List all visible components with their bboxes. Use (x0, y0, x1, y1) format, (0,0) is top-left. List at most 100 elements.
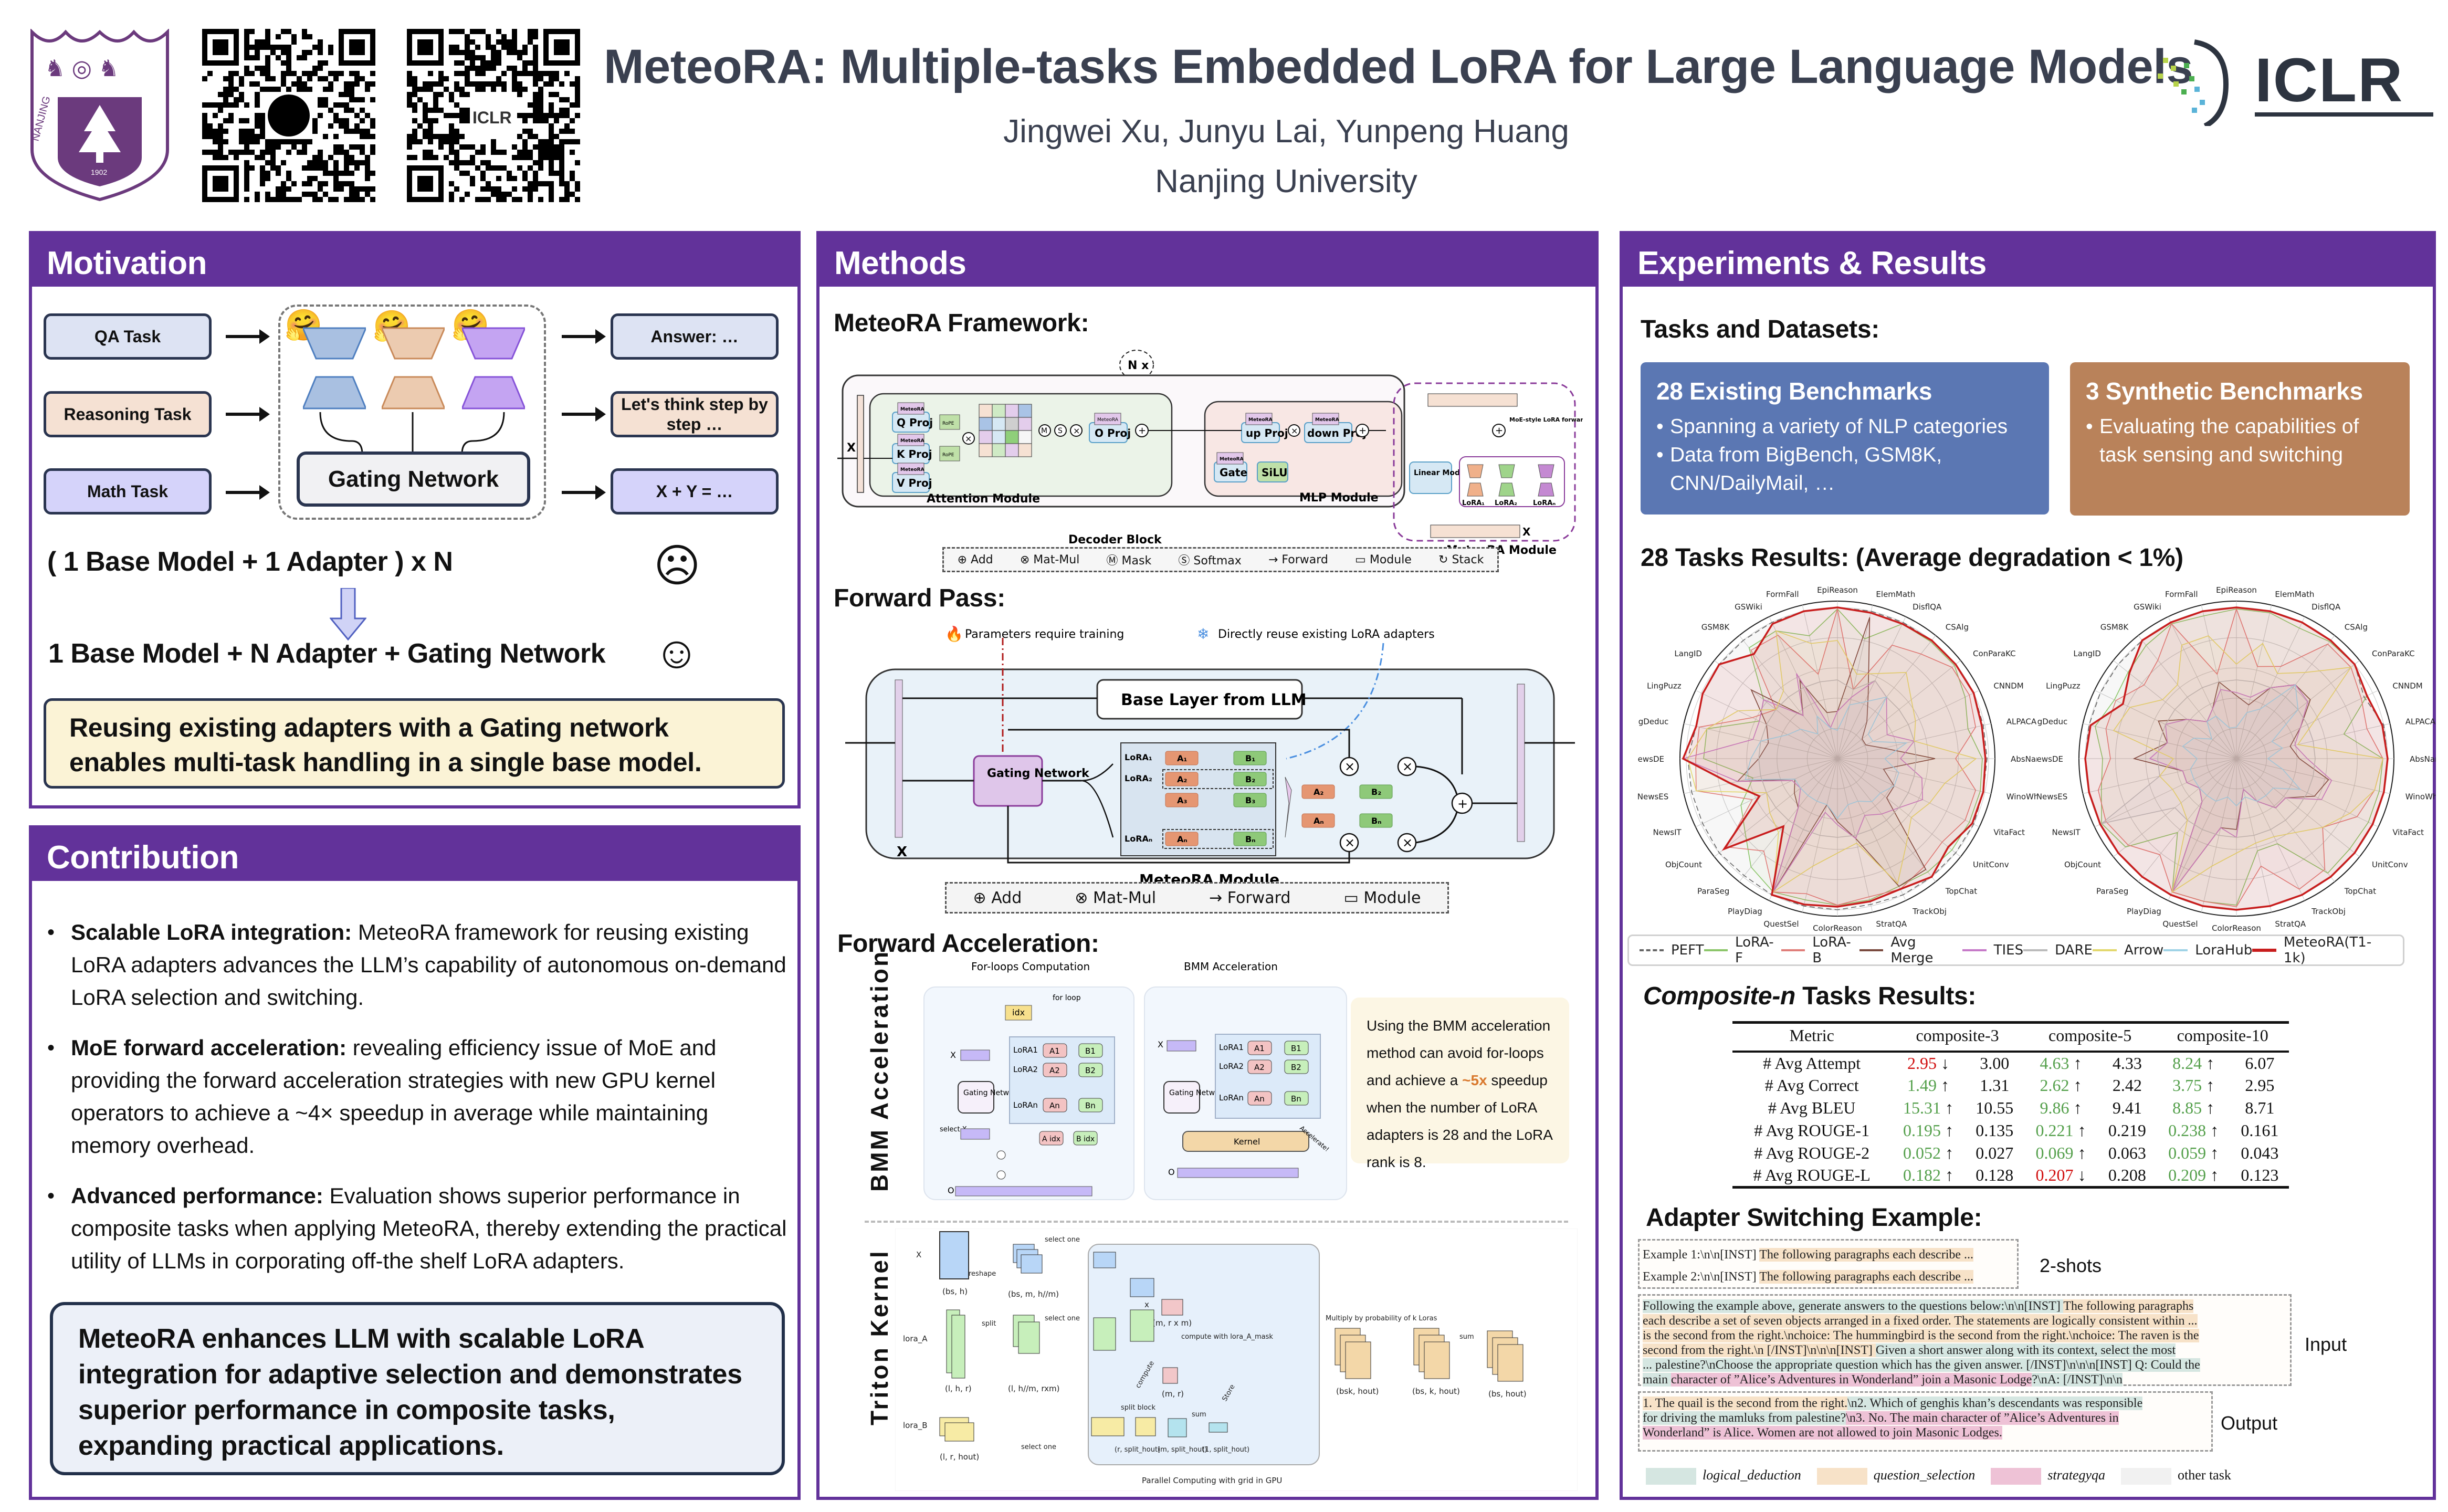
svg-text:Bn: Bn (1291, 1094, 1301, 1104)
arrow-right-icon (562, 407, 606, 422)
github-qr-code-icon[interactable] (202, 29, 375, 202)
svg-text:(r, split_hout): (r, split_hout) (1115, 1446, 1160, 1454)
svg-text:A₂: A₂ (1177, 774, 1187, 784)
svg-text:Bₙ: Bₙ (1245, 834, 1255, 844)
radar-axis-label: GSM8K (1701, 622, 1730, 632)
nanjing-university-crest-icon: ♞ ◎ ♞ 1902 NANJING (30, 29, 169, 202)
svg-text:+: + (1359, 425, 1367, 436)
contribution-list: Scalable LoRA integration: MeteoRA frame… (42, 916, 787, 1295)
radar-axis-label: ParaSeg (1697, 887, 1729, 896)
bmm-note-text: speedup when the number of LoRA adapters… (1367, 1072, 1552, 1170)
legend-item: TIES (1962, 942, 2023, 958)
poster-title: MeteoRA: Multiple-tasks Embedded LoRA fo… (604, 40, 2193, 93)
svg-text:MeteoRA: MeteoRA (1315, 417, 1339, 423)
svg-text:B₂: B₂ (1371, 787, 1381, 797)
silu-label: SiLU (1262, 466, 1288, 479)
svg-text:select X: select X (940, 1126, 967, 1133)
svg-text:B idx: B idx (1076, 1135, 1095, 1143)
radar-title: 28 Tasks Results: (Average degradation <… (1641, 544, 2183, 572)
output-answer: Answer: … (611, 313, 779, 360)
radar-axis-label: ConParaKC (2372, 649, 2415, 658)
output-label: Output (2221, 1412, 2278, 1434)
svg-text:MeteoRA: MeteoRA (1248, 417, 1273, 423)
snowflake-icon: ❄ (1197, 625, 1209, 643)
radar-axis-label: QuestSel (2162, 919, 2198, 929)
legend-add: ⊕ Add (973, 888, 1022, 907)
arrow-up-icon: ↑ (2073, 1121, 2086, 1140)
framework-title: MeteoRA Framework: (834, 309, 1089, 337)
baseline-value-cell: 10.55 (1976, 1098, 2014, 1117)
svg-text:X: X (897, 844, 907, 860)
svg-text:(l, h, r): (l, h, r) (945, 1384, 972, 1393)
meteora-value-cell: 0.238 ↑ (2168, 1121, 2219, 1140)
iclr-logo-underline (2255, 112, 2433, 117)
baseline-value-cell: 0.123 (2241, 1166, 2279, 1184)
highlighted-token-span: Example 2:\n\n[INST] (1643, 1270, 1760, 1284)
highlighted-token-span: The following paragraphs each describe .… (1759, 1270, 1974, 1284)
iclr-logo-text: ICLR (2255, 46, 2404, 115)
radar-axis-label: GSWiki (1735, 602, 1762, 612)
radar-axis-label: WinoWhy (2006, 792, 2037, 802)
task-reasoning: Reasoning Task (44, 391, 212, 437)
svg-text:LoRAₙ: LoRAₙ (1125, 834, 1152, 844)
svg-text:(bs, m, h//m): (bs, m, h//m) (1008, 1289, 1059, 1299)
reuse-note: Directly reuse existing LoRA adapters (1218, 628, 1435, 641)
svg-text:lora_A: lora_A (903, 1334, 928, 1344)
iclr-qr-code-icon[interactable]: ICLR (407, 29, 580, 202)
radar-axis-label: CNNDM (2392, 681, 2422, 690)
baseline-value-cell: 0.128 (1976, 1166, 2014, 1184)
highlighted-token-span: each describe a set of seven objects arr… (1643, 1314, 2198, 1328)
svg-text:select one: select one (1021, 1443, 1056, 1451)
svg-text:×: × (1073, 426, 1080, 436)
svg-text:LoRA₁: LoRA₁ (1462, 499, 1485, 507)
svg-text:X: X (1158, 1040, 1163, 1049)
composite-results-table: Metric composite-3 composite-5 composite… (1732, 1021, 2289, 1189)
highlighted-token-span: The following paragraphs each describe .… (1759, 1248, 1974, 1262)
meteora-value-cell: 2.62 ↑ (2040, 1076, 2082, 1095)
decoder-block-label: Decoder Block (1068, 533, 1162, 547)
arrow-up-icon: ↑ (2069, 1054, 2082, 1073)
svg-text:A₃: A₃ (1177, 795, 1187, 805)
contribution-item-text: revealing efficiency issue of MoE and pr… (71, 1035, 717, 1158)
baseline-value-cell: 9.41 (2112, 1098, 2142, 1117)
radar-series-dare (1758, 679, 1917, 838)
sad-face-icon: ☹ (654, 541, 701, 591)
bmm-side-label: BMM Acceleration (866, 949, 893, 1192)
moe-acceleration-note: MoE-style LoRA forward acceleration (1509, 416, 1583, 423)
legend-label: LoRA-B (1812, 934, 1851, 966)
svg-text:An: An (1049, 1101, 1060, 1110)
svg-text:A idx: A idx (1042, 1135, 1060, 1143)
example-line: Following the example above, generate an… (1643, 1299, 2287, 1314)
existing-benchmarks-card: 28 Existing Benchmarks Spanning a variet… (1641, 362, 2049, 514)
contribution-item-title: Scalable LoRA integration: (71, 920, 352, 944)
radar-axis-label: ObjCount (1665, 860, 1702, 869)
svg-text:X: X (1522, 526, 1531, 538)
svg-text:LoRA2: LoRA2 (1013, 1065, 1038, 1074)
svg-text:MeteoRA: MeteoRA (1097, 417, 1119, 423)
baseline-value-cell: 8.71 (2245, 1098, 2275, 1117)
legend-item: Avg Merge (1859, 934, 1962, 966)
adapter-qa-icon (303, 327, 366, 410)
output-reasoning: Let's think step by step … (611, 391, 779, 437)
legend-forward: → Forward (1209, 888, 1291, 907)
svg-text:X: X (950, 1050, 956, 1060)
output-example: 1. The quail is the second from the righ… (1638, 1391, 2213, 1452)
svg-text:RoPE: RoPE (942, 453, 954, 458)
experiments-heading: Experiments & Results (1623, 234, 2433, 287)
radar-axis-label: FormFall (2165, 590, 2198, 599)
svg-text:+: + (1457, 796, 1468, 811)
svg-text:Kernel: Kernel (1234, 1137, 1260, 1147)
legend-label: other task (2178, 1467, 2231, 1483)
highlighted-token-span: Following the example above, generate an… (1643, 1299, 2064, 1313)
baseline-value-cell: 0.027 (1976, 1143, 2014, 1162)
arrow-down-icon: ↓ (2073, 1166, 2086, 1184)
radar-axis-label: VitaFact (1993, 828, 2025, 837)
legend-swatch (1781, 949, 1805, 951)
legend-swatch (1704, 949, 1728, 951)
output-math: X + Y = … (611, 468, 779, 514)
meteora-value-cell: 8.85 ↑ (2172, 1098, 2215, 1117)
svg-text:idx: idx (1012, 1007, 1025, 1017)
linear-module-label: Linear Module (1414, 469, 1473, 477)
